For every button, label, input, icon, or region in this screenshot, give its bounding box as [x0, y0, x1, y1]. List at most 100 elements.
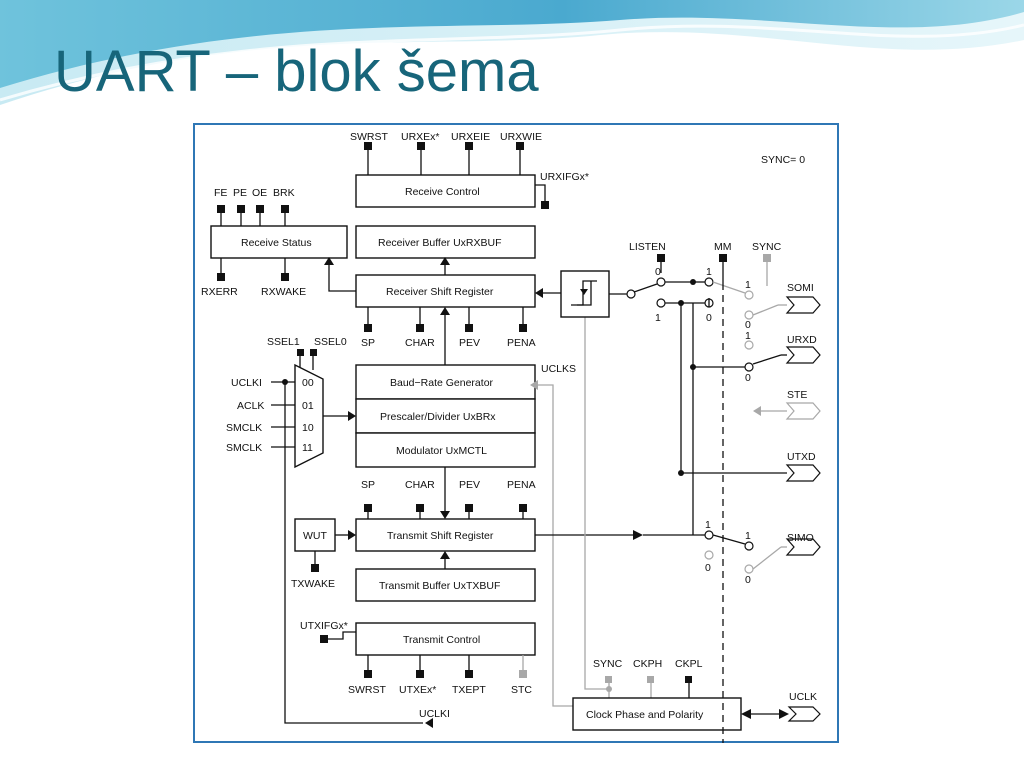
- transmit-shift-group: SP CHAR PEV PENA Transmit Shift Register…: [291, 479, 701, 590]
- clock-phase-block: [572, 697, 742, 731]
- urxwie-label: URXWIE: [500, 131, 542, 143]
- urxd-port: [785, 346, 821, 364]
- transmit-buffer-block: [355, 568, 536, 602]
- sel10-label: 10: [302, 422, 314, 434]
- n1-mm-label: 1: [706, 266, 712, 278]
- n1-tx-label: 1: [705, 519, 711, 531]
- sync-note: SYNC= 0: [761, 154, 805, 166]
- modulator-text: Modulator UxMCTL: [396, 445, 487, 457]
- receive-status-group: FE PE OE BRK Receive Status RXERR RXWAKE: [201, 187, 348, 298]
- n1-listen-label: 1: [655, 312, 661, 324]
- stc-label: STC: [511, 684, 532, 696]
- n0-somi-label: 0: [745, 319, 751, 331]
- swrst-bot-label: SWRST: [348, 684, 387, 696]
- pe-label: PE: [233, 187, 247, 199]
- pena-tx-label: PENA: [507, 479, 536, 491]
- prescaler-block: [355, 398, 536, 434]
- ste-label: STE: [787, 389, 807, 401]
- receiver-buffer-text: Receiver Buffer UxRXBUF: [378, 237, 502, 249]
- brk-label: BRK: [273, 187, 295, 199]
- somi-port: [785, 296, 821, 314]
- clock-select-mux: [294, 363, 324, 469]
- pev-tx-label: PEV: [459, 479, 480, 491]
- ste-port: [785, 402, 821, 420]
- n0-urxd-label: 0: [745, 372, 751, 384]
- receive-status-block: [210, 225, 348, 259]
- transmit-control-text: Transmit Control: [403, 634, 480, 646]
- oe-label: OE: [252, 187, 267, 199]
- receive-control-group: SWRST URXEx* URXEIE URXWIE Receive Contr…: [350, 131, 805, 209]
- sp-rx-label: SP: [361, 337, 375, 349]
- smclk1-label: SMCLK: [226, 422, 262, 434]
- receiver-buffer-block: [355, 225, 536, 259]
- baud-rate-text: Baud−Rate Generator: [390, 377, 494, 389]
- receiver-shift-block: [355, 274, 536, 308]
- transmit-control-block: [355, 622, 536, 656]
- utxd-port: [785, 464, 821, 482]
- uclki-bot-label: UCLKI: [419, 708, 450, 720]
- n0-tx-label: 0: [705, 562, 711, 574]
- sync-top-label: SYNC: [752, 241, 782, 253]
- utxifgx-label: UTXIFGx*: [300, 620, 348, 632]
- clock-mux-group: SSEL1 SSEL0 00 01 10 11 UCLKI ACLK SMCLK…: [226, 336, 433, 728]
- sync-bot-label: SYNC: [593, 658, 623, 670]
- transmit-shift-block: [355, 518, 536, 552]
- receiver-shift-text: Receiver Shift Register: [386, 286, 494, 298]
- n0-listen-label: 0: [655, 266, 661, 278]
- baud-rate-generator-block: [355, 364, 536, 400]
- wut-text: WUT: [303, 530, 327, 542]
- n1-somi-label: 1: [745, 279, 751, 291]
- sel01-label: 01: [302, 400, 314, 412]
- n1-urxd-label: 1: [745, 330, 751, 342]
- rxwake-label: RXWAKE: [261, 286, 306, 298]
- txwake-label: TXWAKE: [291, 578, 335, 590]
- swrst-top-label: SWRST: [350, 131, 389, 143]
- sel00-label: 00: [302, 377, 314, 389]
- ckpl-label: CKPL: [675, 658, 703, 670]
- top-wave: [0, 0, 1024, 88]
- pena-rx-label: PENA: [507, 337, 536, 349]
- pev-rx-label: PEV: [459, 337, 480, 349]
- clock-phase-text: Clock Phase and Polarity: [586, 709, 704, 721]
- utxex-label: UTXEx*: [399, 684, 436, 696]
- ssel0-label: SSEL0: [314, 336, 347, 348]
- transmit-buffer-text: Transmit Buffer UxTXBUF: [379, 580, 500, 592]
- aclk-label: ACLK: [237, 400, 264, 412]
- simo-label: SIMO: [787, 532, 814, 544]
- char-rx-label: CHAR: [405, 337, 435, 349]
- baud-group: Baud−Rate Generator Prescaler/Divider Ux…: [355, 363, 576, 707]
- receive-control-block: [355, 174, 536, 208]
- sp-tx-label: SP: [361, 479, 375, 491]
- n1-simo-label: 1: [745, 530, 751, 542]
- uclk-label: UCLK: [789, 691, 817, 703]
- fe-label: FE: [214, 187, 227, 199]
- receive-control-text: Receive Control: [405, 186, 480, 198]
- slide-title: UART – blok šema: [54, 39, 539, 104]
- urxifgx-label: URXIFGx*: [540, 171, 589, 183]
- input-switch-group: 0 1 LISTEN 1 0 MM SYNC 1 0 SOMI 1 0: [535, 241, 821, 586]
- urxex-label: URXEx*: [401, 131, 440, 143]
- smclk2-label: SMCLK: [226, 442, 262, 454]
- sel11-label: 11: [302, 442, 313, 454]
- listen-label: LISTEN: [629, 241, 666, 253]
- ssel1-label: SSEL1: [267, 336, 300, 348]
- uclks-label: UCLKS: [541, 363, 576, 375]
- uclki-in-label: UCLKI: [231, 377, 262, 389]
- transmit-buffer-group: Transmit Buffer UxTXBUF UTXIFGx* Transmi…: [300, 568, 536, 720]
- simo-port: [785, 538, 821, 556]
- n0-simo-label: 0: [745, 574, 751, 586]
- mm-label: MM: [714, 241, 732, 253]
- transmit-shift-text: Transmit Shift Register: [387, 530, 494, 542]
- prescaler-text: Prescaler/Divider UxBRx: [380, 411, 496, 423]
- ckph-label: CKPH: [633, 658, 662, 670]
- schmitt-trigger: [560, 270, 610, 318]
- top-wave-line: [0, 23, 1024, 102]
- receive-status-text: Receive Status: [241, 237, 312, 249]
- uclk-port: [787, 706, 821, 722]
- somi-label: SOMI: [787, 282, 814, 294]
- txept-label: TXEPT: [452, 684, 486, 696]
- rxerr-label: RXERR: [201, 286, 238, 298]
- clock-phase-group: SYNC CKPH CKPL Clock Phase and Polarity …: [572, 298, 821, 731]
- urxeie-label: URXEIE: [451, 131, 490, 143]
